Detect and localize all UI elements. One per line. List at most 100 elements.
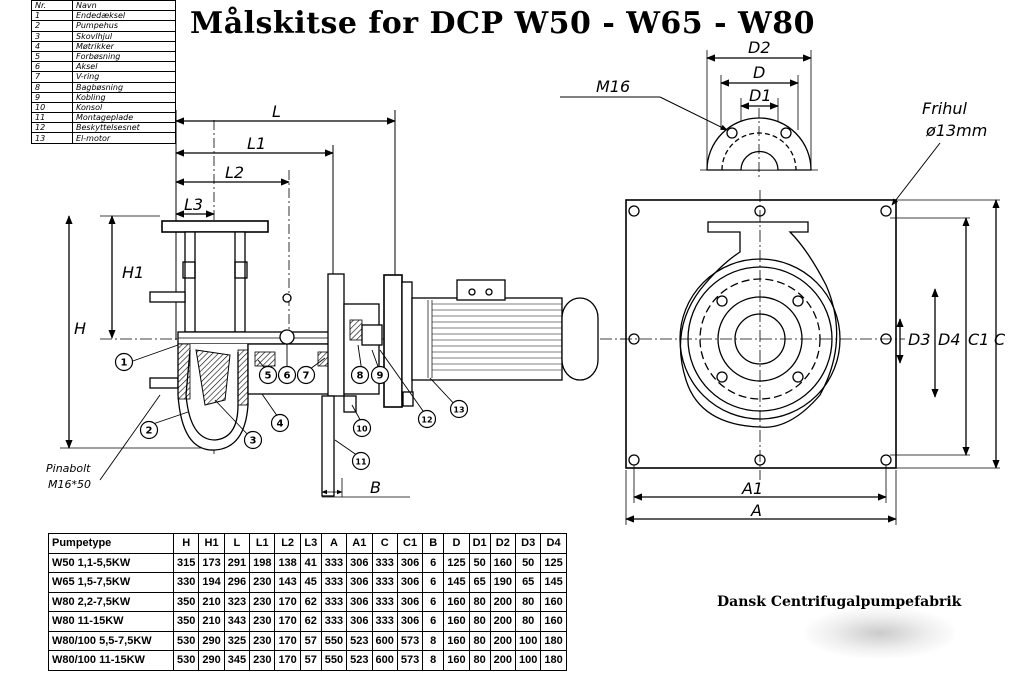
dimensions-table-header-cell: L3 <box>299 533 322 554</box>
dimension-value-cell: 160 <box>443 611 470 632</box>
pin-bolt-label-line1: Pinabolt <box>46 462 91 475</box>
dimension-value-cell: 210 <box>198 611 225 632</box>
part-balloon-label: 9 <box>377 371 384 382</box>
dimension-value-cell: 80 <box>468 650 491 671</box>
pump-type-cell: W80 11-15KW <box>48 611 174 632</box>
dimension-value-cell: 143 <box>274 572 301 593</box>
dimension-value-cell: 230 <box>249 572 276 593</box>
dimension-value-cell: 333 <box>320 591 348 612</box>
dimension-value-cell: 160 <box>489 552 517 573</box>
pump-type-cell: W80 2,2-7,5KW <box>48 591 174 612</box>
hole-label-line1: Frihul <box>922 99 968 118</box>
dimension-value-cell: 523 <box>346 650 373 671</box>
dimension-value-cell: 333 <box>320 552 348 573</box>
dimension-value-cell: 170 <box>274 591 301 612</box>
dimension-value-cell: 333 <box>371 572 398 593</box>
dimensions-table-header-cell: L <box>223 533 251 554</box>
dimensions-table-header-cell: C <box>371 533 398 554</box>
side-view <box>60 110 640 498</box>
part-balloon-8: 8 <box>350 365 370 385</box>
dimension-value-cell: 573 <box>396 630 424 651</box>
dimension-value-cell: 210 <box>198 591 225 612</box>
dimensions-table-header-cell: H <box>172 533 200 554</box>
part-balloon-3: 3 <box>243 430 263 450</box>
dim-label-B: B <box>370 478 381 497</box>
dimension-value-cell: 306 <box>396 572 424 593</box>
dim-label-H: H <box>74 319 86 338</box>
part-balloon-label: 13 <box>453 406 464 415</box>
side-view-labels: L L1 L2 L3 H H1 B Pinabolt M16*50 <box>46 102 381 497</box>
dimension-value-cell: 306 <box>346 611 373 632</box>
dimension-value-cell: 50 <box>468 552 491 573</box>
part-balloon-label: 8 <box>357 371 364 382</box>
front-view-labels: D3 D4 C1 C A1 A Frihul ø13mm <box>741 99 1006 520</box>
dimension-value-cell: 600 <box>371 650 398 671</box>
dimension-value-cell: 100 <box>515 630 542 651</box>
dimension-value-cell: 190 <box>489 572 517 593</box>
dimension-value-cell: 306 <box>346 591 373 612</box>
part-balloon-label: 10 <box>356 425 368 434</box>
dimension-value-cell: 50 <box>515 552 542 573</box>
dimension-value-cell: 80 <box>468 630 491 651</box>
dimension-value-cell: 306 <box>346 552 373 573</box>
dimension-value-cell: 530 <box>172 630 200 651</box>
dimension-value-cell: 194 <box>198 572 225 593</box>
dimension-value-cell: 550 <box>320 630 348 651</box>
dim-label-A1: A1 <box>741 479 763 498</box>
pin-bolt-label-line2: M16*50 <box>48 478 91 491</box>
dimension-value-cell: 306 <box>396 552 424 573</box>
dimension-value-cell: 296 <box>223 572 251 593</box>
dimension-value-cell: 160 <box>540 591 567 612</box>
flange-view-labels: D2 D D1 M16 <box>596 38 772 105</box>
dimensions-table-header-cell: D4 <box>540 533 567 554</box>
dimension-value-cell: 160 <box>443 650 470 671</box>
dimension-value-cell: 343 <box>223 611 251 632</box>
company-name: Dansk Centrifugalpumpefabrik <box>717 594 962 610</box>
dimension-value-cell: 41 <box>299 552 322 573</box>
dimension-value-cell: 45 <box>299 572 322 593</box>
dimension-value-cell: 291 <box>223 552 251 573</box>
dimension-value-cell: 65 <box>515 572 542 593</box>
dimension-value-cell: 323 <box>223 591 251 612</box>
dimension-value-cell: 333 <box>320 572 348 593</box>
dim-label-C: C <box>994 330 1006 349</box>
part-balloon-2: 2 <box>139 420 159 440</box>
dimension-value-cell: 315 <box>172 552 200 573</box>
dimension-value-cell: 180 <box>540 650 567 671</box>
dimension-value-cell: 160 <box>443 591 470 612</box>
dimension-value-cell: 138 <box>274 552 301 573</box>
dimension-value-cell: 573 <box>396 650 424 671</box>
dimension-value-cell: 80 <box>515 591 542 612</box>
part-balloon-7: 7 <box>296 365 316 385</box>
pump-type-cell: W65 1,5-7,5KW <box>48 572 174 593</box>
dimension-value-cell: 350 <box>172 611 200 632</box>
dimensions-table-header-cell: A1 <box>346 533 373 554</box>
dim-label-D: D <box>753 63 765 82</box>
dimension-value-cell: 333 <box>371 552 398 573</box>
dimensions-table-header-cell: A <box>320 533 348 554</box>
dim-label-L2: L2 <box>225 163 244 182</box>
dimension-value-cell: 65 <box>468 572 491 593</box>
dimension-value-cell: 350 <box>172 591 200 612</box>
parts-list-name: El-motor <box>72 132 176 144</box>
part-balloon-label: 5 <box>265 371 272 382</box>
dimension-value-cell: 8 <box>422 630 445 651</box>
dimension-value-cell: 550 <box>320 650 348 671</box>
pump-type-cell: W50 1,1-5,5KW <box>48 552 174 573</box>
dimension-value-cell: 530 <box>172 650 200 671</box>
dim-label-D2: D2 <box>748 38 771 57</box>
dimension-value-cell: 230 <box>249 591 276 612</box>
dimension-value-cell: 145 <box>540 572 567 593</box>
bolt-label-M16: M16 <box>596 77 630 96</box>
part-balloon-12: 12 <box>417 409 437 429</box>
dimensions-table-header-cell: D2 <box>489 533 517 554</box>
